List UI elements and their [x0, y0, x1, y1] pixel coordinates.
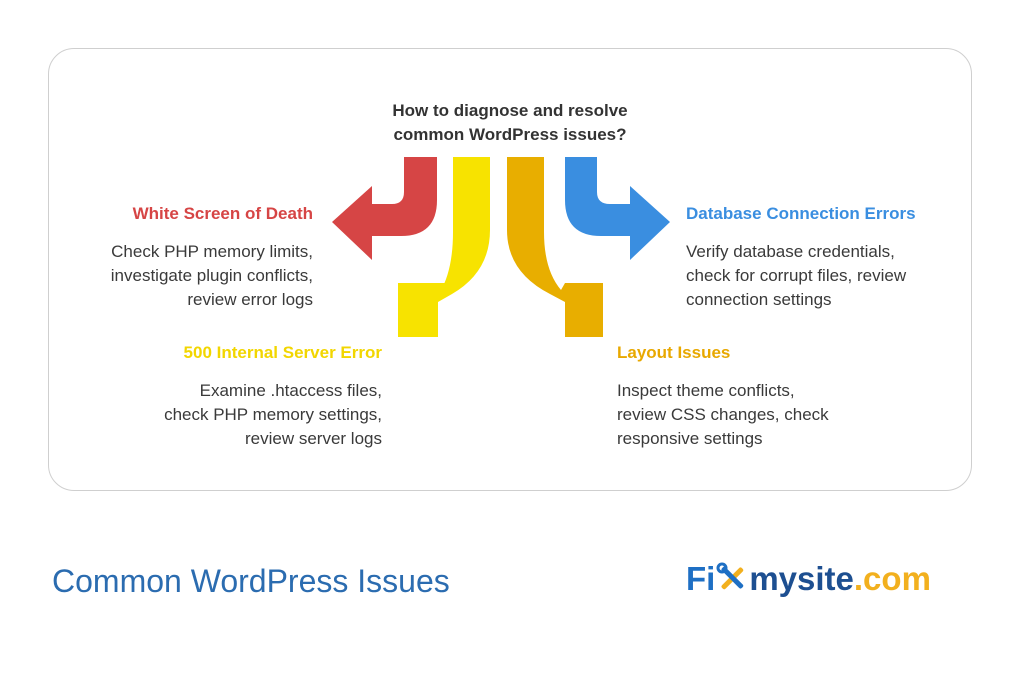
issue-title: White Screen of Death	[132, 204, 313, 223]
issue-white-screen: White Screen of Death Check PHP memory l…	[13, 202, 313, 312]
issue-line: Examine .htaccess files,	[199, 381, 382, 400]
diagram-question: How to diagnose and resolve common WordP…	[340, 99, 680, 147]
question-line-1: How to diagnose and resolve	[392, 101, 628, 120]
issue-title: Database Connection Errors	[686, 204, 916, 223]
arrow-blue	[565, 157, 670, 260]
issue-description: Check PHP memory limits, investigate plu…	[13, 240, 313, 312]
issue-line: check for corrupt files, review	[686, 266, 907, 285]
issue-layout: Layout Issues Inspect theme conflicts, r…	[617, 341, 917, 451]
issue-title: Layout Issues	[617, 343, 731, 362]
issue-title: 500 Internal Server Error	[183, 343, 382, 362]
issue-line: check PHP memory settings,	[164, 405, 382, 424]
arrow-yellow	[398, 157, 490, 337]
issue-500-error: 500 Internal Server Error Examine .htacc…	[82, 341, 382, 451]
arrow-red	[332, 157, 437, 260]
arrow-orange	[507, 157, 603, 337]
issue-description: Inspect theme conflicts, review CSS chan…	[617, 379, 917, 451]
issue-line: Inspect theme conflicts,	[617, 381, 795, 400]
brand-logo[interactable]: Fi mysite.com	[686, 560, 931, 598]
issue-line: connection settings	[686, 290, 832, 309]
issue-line: responsive settings	[617, 429, 763, 448]
issue-database-connection: Database Connection Errors Verify databa…	[686, 202, 986, 312]
issue-description: Examine .htaccess files, check PHP memor…	[82, 379, 382, 451]
issue-line: review server logs	[245, 429, 382, 448]
footer-title: Common WordPress Issues	[52, 563, 450, 599]
diagram-panel	[48, 48, 972, 491]
question-line-2: common WordPress issues?	[393, 125, 627, 144]
tools-icon	[716, 562, 744, 590]
issue-line: review error logs	[187, 290, 313, 309]
logo-part-com: .com	[853, 560, 931, 597]
logo-part-mysite: mysite	[749, 560, 854, 597]
issue-description: Verify database credentials, check for c…	[686, 240, 986, 312]
issue-line: Verify database credentials,	[686, 242, 895, 261]
issue-line: Check PHP memory limits,	[111, 242, 313, 261]
issue-line: investigate plugin conflicts,	[110, 266, 313, 285]
issue-line: review CSS changes, check	[617, 405, 829, 424]
logo-part-fi: Fi	[686, 560, 716, 597]
